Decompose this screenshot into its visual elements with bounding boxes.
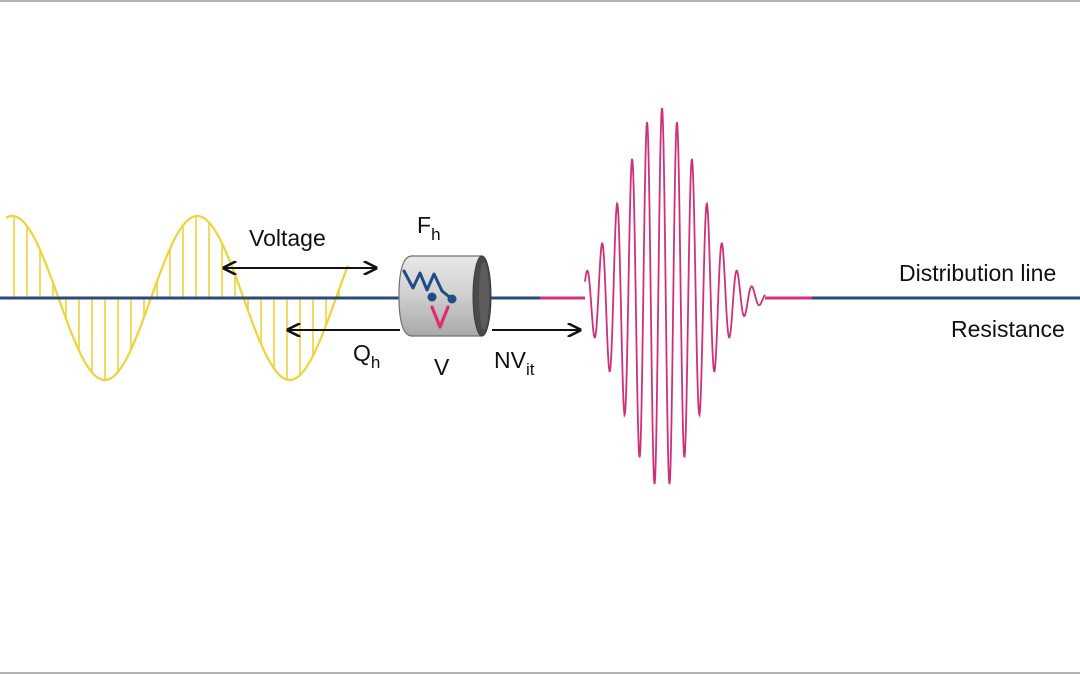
f-label: Fh	[417, 212, 441, 244]
nv-main: NV	[494, 347, 527, 373]
nv-sub: it	[526, 360, 535, 379]
f-sub: h	[431, 225, 440, 244]
v-mark-icon	[430, 305, 450, 329]
magenta-wave-packet	[584, 107, 766, 485]
q-main: Q	[353, 340, 371, 366]
cylinder-component-icon	[398, 255, 492, 337]
v-label: V	[434, 354, 450, 380]
voltage-label: Voltage	[249, 225, 326, 251]
zigzag-node-left	[427, 292, 437, 302]
q-sub: h	[371, 353, 380, 372]
resistance-label: Resistance	[951, 316, 1065, 342]
zigzag-node-right	[447, 294, 457, 304]
f-main: F	[417, 212, 431, 238]
q-label: Qh	[353, 340, 380, 372]
zigzag-icon	[402, 269, 454, 301]
nv-label: NVit	[494, 347, 535, 379]
yellow-sine-wave	[5, 214, 350, 382]
distribution-line-label: Distribution line	[899, 260, 1056, 286]
